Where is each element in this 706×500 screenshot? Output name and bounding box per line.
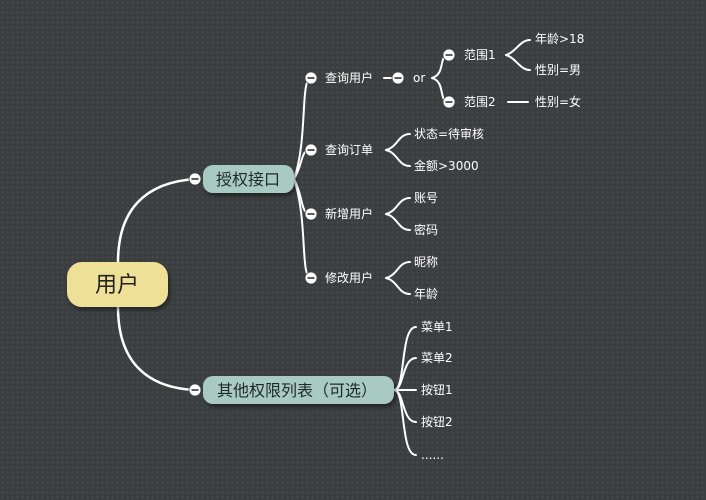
branch-node-auth[interactable]: 授权接口 [203,165,294,193]
node-add-user[interactable]: 新增用户 [325,206,373,221]
edge-other-menu2 [393,357,417,391]
edge-root-branch-auth [116,177,198,264]
collapse-toggles [188,48,456,397]
node-range1[interactable]: 范围1 [464,48,496,62]
node-range1-gender[interactable]: 性别=男 [535,63,581,77]
edge-range1-gender [505,54,531,71]
node-order-amount[interactable]: 金额>3000 [414,158,479,173]
collapse-minus-icon[interactable] [304,271,318,285]
edge-root-branch-other [116,305,198,392]
node-add-account[interactable]: 账号 [414,191,438,205]
edge-edit-age [385,277,411,295]
node-query-user[interactable]: 查询用户 [325,70,373,85]
node-button2[interactable]: 按钮2 [421,414,453,429]
node-query-order[interactable]: 查询订单 [325,143,373,157]
node-range2[interactable]: 范围2 [464,95,496,109]
collapse-minus-icon[interactable] [391,71,405,85]
node-range1-age[interactable]: 年龄>18 [535,32,584,46]
node-or[interactable]: or [413,71,425,85]
edge-edit-nickname [385,261,411,279]
node-more[interactable]: ...... [421,448,444,462]
branch-node-other[interactable]: 其他权限列表（可选） [203,376,394,404]
branch-auth-label: 授权接口 [216,170,280,189]
node-button1[interactable]: 按钮1 [421,382,453,397]
edge-order-amount [385,149,411,167]
edge-other-button2 [393,389,417,423]
collapse-minus-icon[interactable] [304,71,318,85]
node-range2-gender[interactable]: 性别=女 [535,94,581,109]
collapse-minus-icon[interactable] [188,172,202,186]
collapse-minus-icon[interactable] [188,383,202,397]
collapse-minus-icon[interactable] [304,143,318,157]
edge-auth-edit-user [293,178,312,279]
node-menu2[interactable]: 菜单2 [421,351,453,365]
edge-other-more [393,389,417,456]
collapse-minus-icon[interactable] [304,207,318,221]
edge-add-password [385,213,411,231]
root-node[interactable]: 用户 [67,262,168,307]
branch-other-label: 其他权限列表（可选） [217,381,377,400]
edge-auth-query-user [293,77,312,180]
node-edit-nickname[interactable]: 昵称 [414,255,438,269]
node-order-status[interactable]: 状态=待审核 [414,126,484,141]
node-add-password[interactable]: 密码 [414,222,438,237]
node-edit-user[interactable]: 修改用户 [325,270,373,285]
connectors [116,39,531,456]
edge-range1-age [505,39,531,56]
node-menu1[interactable]: 菜单1 [421,320,453,334]
collapse-minus-icon[interactable] [442,95,456,109]
root-label: 用户 [95,273,139,298]
edge-add-account [385,197,411,215]
node-edit-age[interactable]: 年龄 [414,287,438,301]
collapse-minus-icon[interactable] [442,48,456,62]
edge-order-status [385,133,411,151]
